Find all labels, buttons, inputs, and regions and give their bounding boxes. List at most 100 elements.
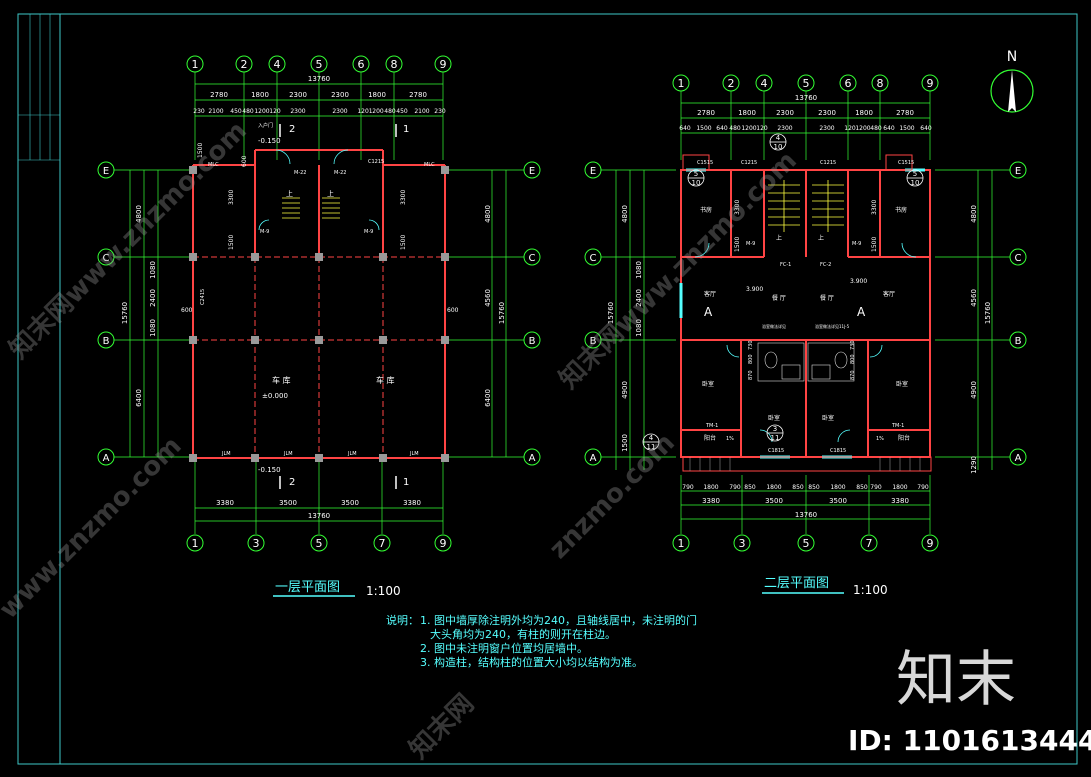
axis-label: 3 [253,537,260,550]
axis-label: 4 [761,77,768,90]
axis-label: A [1015,453,1022,464]
detail-num: 3 [773,425,777,433]
axis-label: 5 [316,58,323,71]
dim: 4800 [135,205,143,223]
door-label: FC-1 [780,262,791,268]
dim: 790 [870,484,882,491]
stair-label: 上 [818,234,824,242]
dim: 800 [850,354,856,364]
inner-frame [59,13,1078,765]
dim: 4560 [484,289,492,307]
dim: 640 [883,125,895,132]
door-label: M-22 [334,170,346,176]
dim: 730 [748,340,754,350]
dim: 120 [844,125,856,132]
dim-total: 13760 [795,94,817,102]
detail-sheet: 10 [911,179,920,187]
dim: 790 [917,484,929,491]
right-door-swings [694,242,917,443]
window-label: C2415 [200,289,206,305]
id-label: ID: 1101613444 [848,724,1091,757]
dim: 1500 [228,235,235,250]
dim: 850 [808,484,820,491]
dim: 450 [396,108,408,115]
section-mark: 2 [289,477,295,488]
axis-label: 7 [866,537,873,550]
dim: 1200 [741,125,756,132]
dim: 1500 [899,125,914,132]
door-label: TM-1 [891,423,904,429]
dim: 1800 [368,91,386,99]
dim: 1500 [696,125,711,132]
stair-label: 上 [286,189,293,198]
room-label: 阳台 [898,434,910,442]
dim: 600 [241,155,248,167]
dim: 3380 [403,499,421,507]
dim: 2400 [149,289,157,307]
axis-label: A [590,453,597,464]
first-floor-plan: 1 2 4 5 6 8 9 13760 2780 1800 2300 2300 … [97,55,541,598]
dim: 1500 [871,237,878,252]
notes-line: 3. 构造柱，结构柱的位置大小均以结构为准。 [420,655,643,669]
dim: 3500 [829,497,847,505]
door-label: M-9 [746,241,755,247]
dim: 3380 [702,497,720,505]
axis-label: E [590,166,596,177]
upper-stairs [768,180,844,232]
notes-block: 说明： 1. 图中墙厚除注明外均为240，且轴线居中，未注明的门 大头角均为24… [386,613,697,669]
axis-label: 2 [241,58,248,71]
axis-label: 6 [845,77,852,90]
dim: 480 [384,108,396,115]
door-swings [258,149,380,231]
bath-fixtures [757,342,855,382]
dim: 480 [870,125,882,132]
axis-label: B [103,336,110,347]
dim: 6400 [135,389,143,407]
dim: 640 [920,125,932,132]
dim: 790 [729,484,741,491]
dim: 230 [193,108,205,115]
dim: 1500 [400,235,407,250]
room-label: 客厅 [883,290,895,298]
detail-num: 5 [694,170,698,178]
second-floor-plan: 1 2 4 5 6 8 9 13760 2780 1800 2300 2300 … [584,74,1027,597]
dim: 4800 [621,205,629,223]
axis-label: 4 [274,58,281,71]
title-block-strip [18,14,60,161]
dim: 640 [716,125,728,132]
watermark: www.znzmo.com [0,431,188,625]
stair-label: 上 [327,189,334,198]
note-label: 入户门 [258,122,273,129]
dim: 2300 [819,125,834,132]
axis-label: 5 [316,537,323,550]
dim: 2300 [776,109,794,117]
room-label: 卧室 [768,414,780,422]
dim: 2300 [331,91,349,99]
dim: 1200 [855,125,870,132]
dim: 640 [679,125,691,132]
dim: 1800 [738,109,756,117]
dim-total: 13760 [795,511,817,519]
dim: 870 [748,370,754,380]
dim: 3380 [216,499,234,507]
dim: 4560 [970,289,978,307]
dim-total: 13760 [308,512,330,520]
dim: 3300 [228,190,235,205]
room-label: 书房 [700,206,712,214]
north-label: N [1007,49,1017,65]
dim: 850 [856,484,868,491]
detail-sheet: 10 [774,143,783,151]
section-mark: 1 [403,477,409,488]
axis-label: B [590,336,597,347]
dim: 2780 [896,109,914,117]
window-label: C1215 [820,160,836,166]
level-mark: -0.150 [258,137,281,145]
axis-label: E [103,166,109,177]
dim: 230 [434,108,446,115]
dim: 2780 [697,109,715,117]
dim: 1080 [635,319,643,337]
detail-sheet: 11 [647,443,656,451]
dim: 3380 [891,497,909,505]
dim: 1200 [254,108,269,115]
